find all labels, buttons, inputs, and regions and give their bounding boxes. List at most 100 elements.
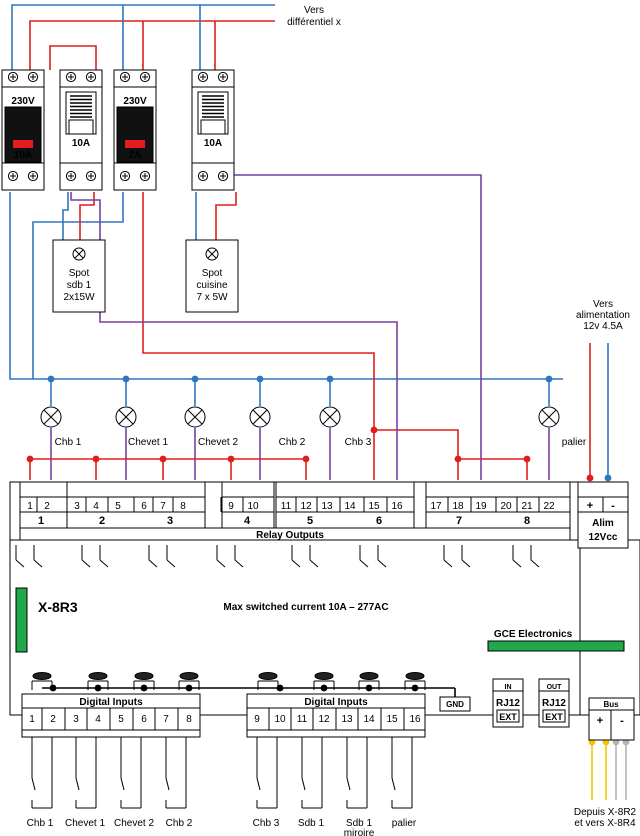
junction-dot	[122, 375, 130, 383]
relay-terminal-number: 16	[391, 501, 403, 512]
digital-inputs-label: Digital Inputs	[79, 697, 143, 708]
switch-contact-icon	[301, 777, 306, 791]
push-button-icon	[134, 672, 154, 680]
alim-label: Alim	[592, 518, 614, 529]
input-terminal-number: 6	[141, 714, 147, 725]
lamp-label: palier	[562, 437, 587, 448]
rj12-tag-label: OUT	[547, 684, 563, 691]
relay-contact-icon	[15, 559, 25, 568]
input-terminal-number: 16	[409, 714, 421, 725]
relay-contact-icon	[33, 559, 43, 568]
lamp-label: Chb 3	[345, 437, 372, 448]
relay-outputs-label: Relay Outputs	[256, 530, 324, 541]
lamp-cross	[118, 409, 134, 425]
switch-contact-icon	[346, 777, 351, 791]
rj12-name: RJ12	[496, 698, 520, 709]
relay-group-number: 3	[167, 515, 173, 527]
input-terminal-number: 9	[254, 714, 260, 725]
input-terminal-number: 5	[118, 714, 124, 725]
breaker-to-relay-wire	[142, 192, 375, 371]
rj12-socket	[542, 709, 566, 723]
gnd-terminal	[439, 696, 471, 712]
rj12-sub: EXT	[499, 712, 517, 722]
supply-note: alimentation	[576, 310, 630, 321]
alim-minus: -	[611, 500, 615, 512]
terminal-block	[275, 481, 415, 529]
lamp-cross	[43, 409, 59, 425]
status-led-strip	[15, 587, 28, 653]
relay-terminal-number: 18	[452, 501, 464, 512]
junction-dot	[326, 375, 334, 383]
junction-dot	[370, 426, 378, 434]
relay-contact-icon	[99, 559, 109, 568]
top-note: Vers	[304, 5, 324, 16]
switch-contact-icon	[31, 777, 36, 791]
relay-common-wire	[458, 458, 528, 480]
relay-terminal-number: 13	[321, 501, 333, 512]
wires-layer	[9, 4, 630, 800]
gnd-label: GND	[446, 700, 464, 709]
relay-terminal-number: 10	[247, 501, 259, 512]
input-terminal-number: 2	[50, 714, 56, 725]
spot-sdb-neutral	[62, 192, 69, 240]
relay-contact-icon	[216, 559, 226, 568]
relay-contact-icon	[234, 559, 244, 568]
switch-contact-icon	[120, 777, 125, 791]
alim-block	[577, 481, 629, 549]
push-button-icon	[179, 672, 199, 680]
input-terminal-number: 3	[73, 714, 79, 725]
input-terminal-number: 4	[95, 714, 101, 725]
input-terminal-number: 13	[341, 714, 353, 725]
lamp-label: Chevet 2	[198, 437, 238, 448]
relay-group-number: 7	[456, 515, 462, 527]
breaker-link-wire	[49, 45, 97, 70]
relay-contact-icon	[309, 559, 319, 568]
input-terminal-number: 10	[274, 714, 286, 725]
push-button-icon	[32, 672, 52, 680]
terminal-block	[66, 481, 206, 529]
input-terminal-number: 1	[29, 714, 35, 725]
feed-neutral-wire	[11, 4, 275, 70]
spot-cuisine-phase	[215, 192, 237, 240]
junction-dot	[47, 375, 55, 383]
breaker-rating-top: 230V	[123, 96, 147, 107]
switch-label: Sdb 1	[298, 818, 325, 829]
push-button-icon	[258, 672, 278, 680]
neutral-bus-wire	[9, 192, 563, 380]
relay-terminal-number: 2	[44, 501, 50, 512]
relay-terminal-number: 6	[141, 501, 147, 512]
input-terminal-number: 15	[386, 714, 398, 725]
top-note: différentiel x	[287, 17, 341, 28]
junction-dot	[365, 684, 373, 692]
breaker-toggle-icon	[200, 119, 226, 135]
input-terminal-number: 8	[186, 714, 192, 725]
junction-dot	[604, 474, 612, 482]
relay-terminal-number: 7	[160, 501, 166, 512]
module-name: X-8R3	[38, 599, 78, 615]
lamp-cross	[187, 409, 203, 425]
switch-label: Chb 2	[166, 818, 193, 829]
relay-contact-icon	[166, 559, 176, 568]
max-current-note: Max switched current 10A – 277AC	[223, 602, 388, 613]
relay-terminal-number: 21	[521, 501, 533, 512]
junction-dot	[411, 684, 419, 692]
spot-label: 7 x 5W	[196, 292, 228, 303]
junction-dot	[185, 684, 193, 692]
spot-label: sdb 1	[67, 280, 92, 291]
input-terminal-number: 7	[163, 714, 169, 725]
lamp-cross	[74, 249, 84, 259]
relay-return-wire	[220, 174, 482, 480]
junction-dot	[256, 375, 264, 383]
lamp-label: Chevet 1	[128, 437, 168, 448]
relay-outputs-band	[19, 527, 571, 541]
junction-dot	[302, 455, 310, 463]
switch-contact-icon	[75, 777, 80, 791]
relay-contact-icon	[530, 559, 540, 568]
junction-dot	[586, 474, 594, 482]
trip-indicator-icon	[125, 140, 145, 148]
lamp-cross	[322, 409, 338, 425]
relay-terminal-number: 14	[344, 501, 356, 512]
relay-terminal-number: 17	[430, 501, 442, 512]
